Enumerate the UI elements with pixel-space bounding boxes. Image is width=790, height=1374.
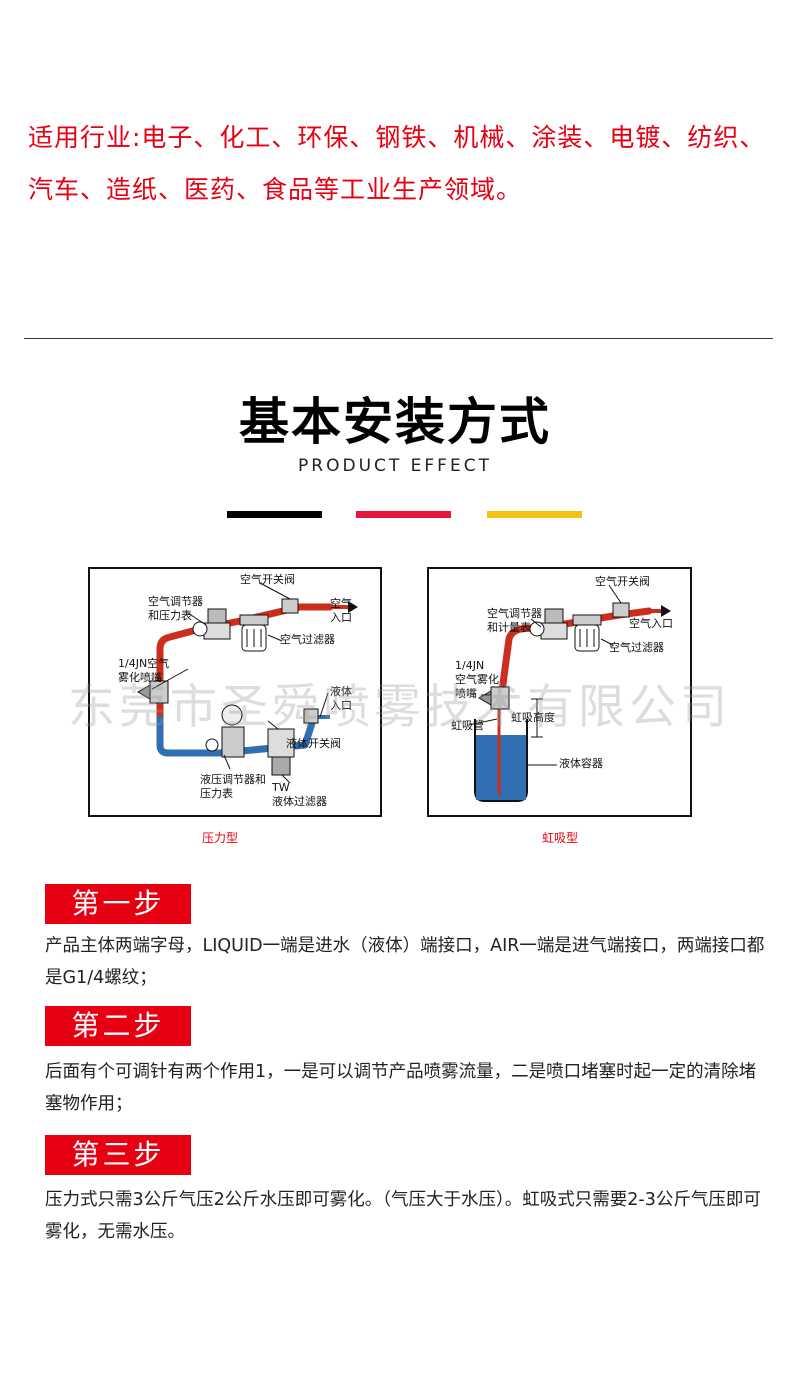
- siphon-diagram-drawing: [468, 584, 671, 802]
- pressure-diagram-drawing: [137, 582, 358, 784]
- label-nozzle: 1/4JN空气 雾化喷嘴: [118, 657, 170, 684]
- label-siphon-height: 虹吸高度: [511, 711, 555, 724]
- accent-bar-red: [356, 511, 451, 518]
- step-2-text: 后面有个可调针有两个作用1，一是可以调节产品喷雾流量，二是喷口堵塞时起一定的清除…: [45, 1062, 757, 1114]
- label-liquid-regulator: 液压调节器和 压力表: [200, 773, 266, 800]
- caption-siphon-type: 虹吸型: [542, 831, 579, 845]
- pressure-type-diagram: 空气开关阀 空气调节器 和压力表 空气 入口 空气过滤器 1/4JN空气 雾化喷…: [88, 567, 382, 817]
- label-container: 液体容器: [559, 757, 603, 770]
- step-2-title: 第二步: [45, 1006, 191, 1046]
- section-title: 基本安装方式: [239, 393, 551, 451]
- label-air-switch: 空气开关阀: [240, 573, 295, 586]
- divider: [24, 338, 773, 339]
- label-air-switch: 空气开关阀: [595, 575, 650, 588]
- accent-bar-black: [227, 511, 322, 518]
- watermark: 东莞市圣舜喷雾技术有限公司: [68, 680, 731, 735]
- label-air-regulator: 空气调节器 和压力表: [148, 595, 203, 622]
- caption-pressure-type: 压力型: [202, 831, 239, 845]
- section-subtitle: PRODUCT EFFECT: [298, 456, 492, 476]
- industry-text: 适用行业:电子、化工、环保、钢铁、机械、涂装、电镀、纺织、汽车、造纸、医药、食品…: [28, 123, 766, 204]
- siphon-type-diagram: 空气开关阀 空气调节器 和计量表 空气入口 空气过滤器 1/4JN 空气雾化 喷…: [427, 567, 692, 817]
- label-air-filter: 空气过滤器: [280, 633, 335, 646]
- step-1-text: 产品主体两端字母，LIQUID一端是进水（液体）端接口，AIR一端是进气端接口，…: [45, 936, 765, 988]
- label-nozzle: 1/4JN 空气雾化 喷嘴: [455, 659, 499, 700]
- label-liquid-filter: TW 液体过滤器: [272, 781, 327, 808]
- label-air-inlet: 空气 入口: [330, 597, 352, 624]
- step-3-text: 压力式只需3公斤气压2公斤水压即可雾化。（气压大于水压）。虹吸式只需要2-3公斤…: [45, 1190, 761, 1242]
- label-liquid-switch: 液体开关阀: [286, 737, 341, 750]
- step-3-title: 第三步: [45, 1135, 191, 1175]
- label-air-regulator: 空气调节器 和计量表: [487, 607, 542, 634]
- step-1-title: 第一步: [45, 884, 191, 924]
- label-liquid-inlet: 液体 入口: [330, 685, 352, 712]
- label-air-filter: 空气过滤器: [609, 641, 664, 654]
- accent-bar-yellow: [487, 511, 582, 518]
- label-siphon-tube: 虹吸管: [451, 719, 484, 732]
- label-air-inlet: 空气入口: [629, 617, 673, 630]
